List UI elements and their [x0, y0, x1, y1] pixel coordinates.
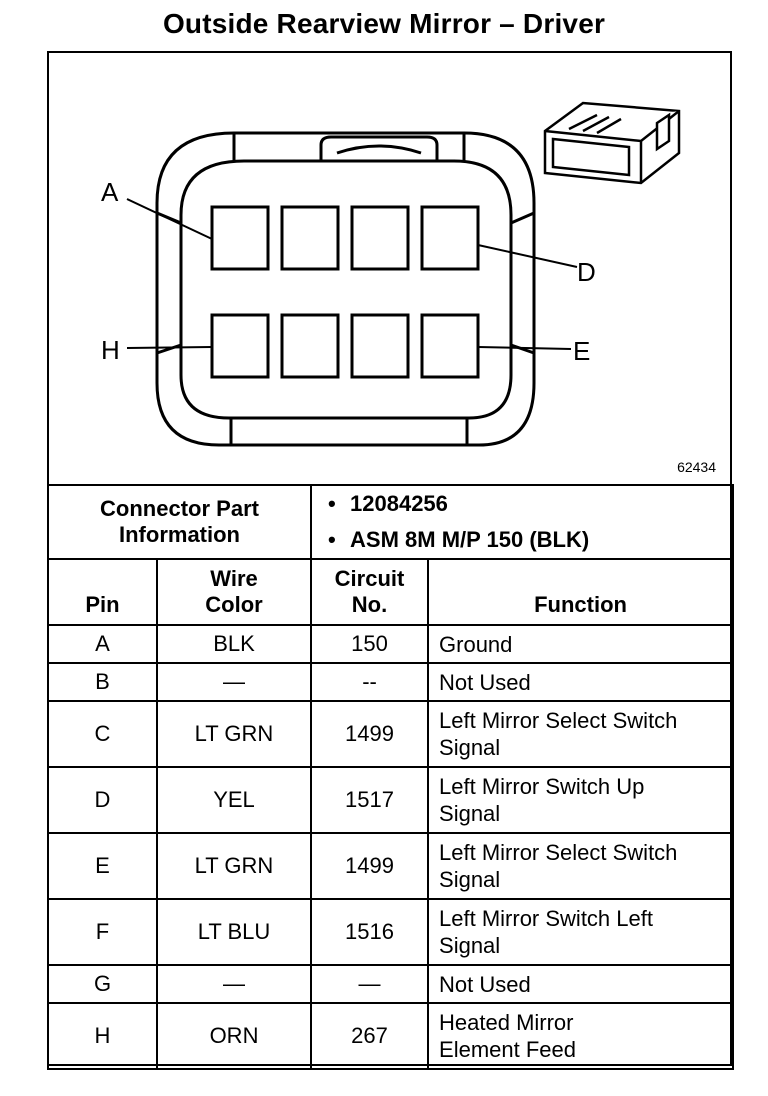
function-line: Not Used — [439, 971, 531, 997]
connector-info-label-line1: Connector Part — [100, 496, 259, 521]
header-wire-color-line2: Color — [205, 592, 263, 617]
pin-callout-e: E — [573, 336, 591, 366]
pin-callout-a: A — [101, 177, 119, 207]
wire-color-cell: ORN — [155, 1002, 313, 1070]
wire-color-cell: LT GRN — [155, 700, 313, 768]
circuit-cell: 150 — [310, 624, 430, 664]
function-line: Not Used — [439, 669, 531, 695]
function-line: Signal — [439, 801, 501, 826]
header-circuit-line1: Circuit — [334, 566, 405, 591]
circuit-cell: 1517 — [310, 766, 430, 834]
function-line: Left Mirror Switch Up — [439, 774, 645, 799]
wire-color-cell: BLK — [155, 624, 313, 664]
function-line: Heated Mirror — [439, 1010, 574, 1035]
table-header-row: Pin Wire Color Circuit No. Function — [47, 558, 735, 626]
pin-callout-d: D — [577, 257, 596, 287]
function-cell: Not Used — [427, 662, 735, 702]
wire-color-cell: — — [155, 662, 313, 702]
wire-color-cell: YEL — [155, 766, 313, 834]
pin-cell: B — [47, 662, 158, 702]
page-title: Outside Rearview Mirror – Driver — [162, 8, 606, 39]
function-line: Signal — [439, 867, 501, 892]
function-cell: Not Used — [427, 964, 735, 1004]
table-row: B—-- Not Used — [47, 662, 735, 702]
connector-info-label: Connector Part Information — [46, 484, 313, 560]
pinout-table: Connector Part Information 12084256 ASM … — [46, 484, 735, 1070]
circuit-cell: -- — [310, 662, 430, 702]
circuit-cell: — — [310, 964, 430, 1004]
function-line: Ground — [439, 631, 513, 657]
header-pin: Pin — [47, 558, 158, 626]
connector-description: ASM 8M M/P 150 (BLK) — [320, 522, 724, 558]
header-circuit-no: Circuit No. — [310, 558, 430, 626]
circuit-cell: 1516 — [310, 898, 430, 966]
pin-cell: E — [47, 832, 158, 900]
function-line: Signal — [439, 933, 501, 958]
connector-info-values: 12084256 ASM 8M M/P 150 (BLK) — [310, 484, 735, 560]
header-function: Function — [427, 558, 735, 626]
header-wire-color: Wire Color — [155, 558, 313, 626]
table-row: G——Not Used — [47, 964, 735, 1004]
pin-cell: H — [47, 1002, 158, 1070]
circuit-cell: 267 — [310, 1002, 430, 1070]
wire-color-cell: LT GRN — [155, 832, 313, 900]
connector-info-label-line2: Information — [119, 522, 240, 547]
connector-face-drawing — [126, 101, 681, 447]
function-line: Element Feed — [439, 1037, 576, 1062]
function-line: Left Mirror Select Switch — [439, 708, 678, 733]
pin-cell: C — [47, 700, 158, 768]
function-line: Signal — [439, 735, 501, 760]
function-line: Left Mirror Switch Left — [439, 906, 653, 931]
pin-cell: A — [47, 624, 158, 664]
pin-cell: G — [47, 964, 158, 1004]
wire-color-cell: — — [155, 964, 313, 1004]
connector-document: A D H E 62434 Connector Part Information… — [46, 51, 735, 1070]
circuit-cell: 1499 — [310, 700, 430, 768]
pin-cell: F — [47, 898, 158, 966]
wire-color-cell: LT BLU — [155, 898, 313, 966]
connector-part-number: 12084256 — [320, 486, 724, 522]
circuit-cell: 1499 — [310, 832, 430, 900]
header-wire-color-line1: Wire — [210, 566, 258, 591]
function-line: Left Mirror Select Switch — [439, 840, 678, 865]
header-circuit-line2: No. — [351, 592, 388, 617]
connector-info-row: Connector Part Information 12084256 ASM … — [46, 484, 735, 560]
function-cell: Ground — [427, 624, 735, 664]
figure-number: 62434 — [677, 459, 716, 475]
connector-diagram: A D H E 62434 — [49, 53, 730, 485]
pin-cell: D — [47, 766, 158, 834]
pin-callout-h: H — [101, 335, 120, 365]
